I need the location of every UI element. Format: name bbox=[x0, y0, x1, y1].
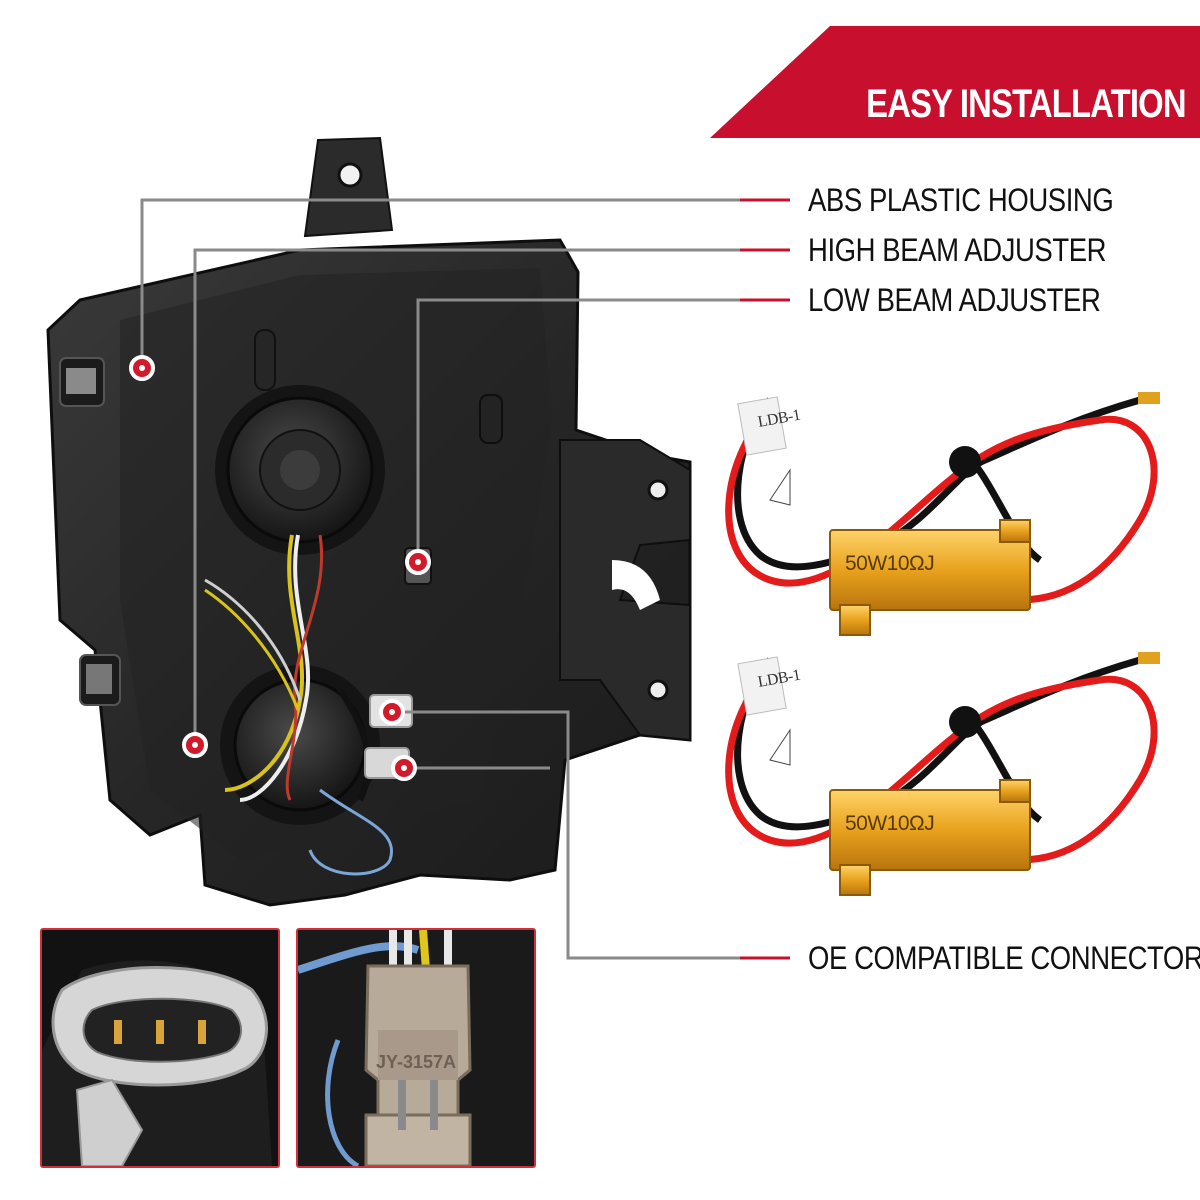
title-banner: EASY INSTALLATION bbox=[710, 26, 1200, 138]
label-oe-compatible-connectors: OE COMPATIBLE CONNECTORS bbox=[808, 940, 1200, 976]
load-resistor-bottom bbox=[725, 652, 1160, 896]
resistor-rating-bottom: 50W10ΩJ bbox=[845, 812, 935, 835]
warning-triangle-icon bbox=[769, 468, 791, 506]
label-abs-plastic-housing: ABS PLASTIC HOUSING bbox=[808, 182, 1114, 218]
inset-three-pin-connector bbox=[40, 928, 280, 1168]
resistor-rating-top: 50W10ΩJ bbox=[845, 552, 935, 575]
load-resistor-top bbox=[725, 392, 1160, 636]
banner-title: EASY INSTALLATION bbox=[866, 82, 1186, 126]
label-low-beam-adjuster: LOW BEAM ADJUSTER bbox=[808, 282, 1101, 318]
plug-marking: JY-3157A bbox=[375, 1052, 457, 1072]
label-high-beam-adjuster: HIGH BEAM ADJUSTER bbox=[808, 232, 1107, 268]
callout-dot-icon bbox=[129, 355, 431, 781]
inset-3157-plug: JY-3157A bbox=[296, 928, 536, 1168]
